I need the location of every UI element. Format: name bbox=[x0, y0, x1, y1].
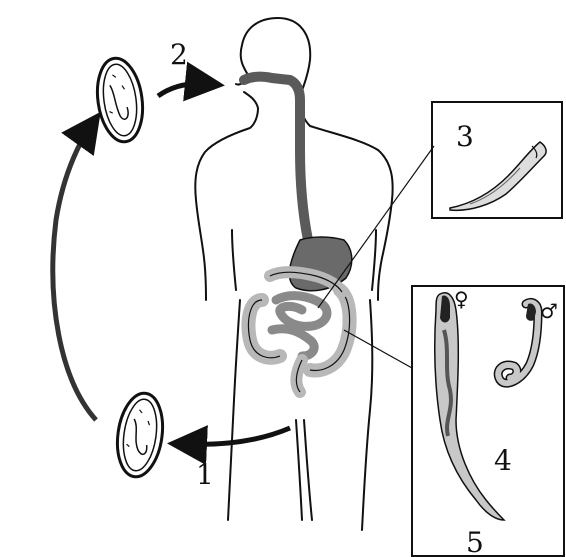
intestines bbox=[249, 272, 350, 392]
larva-inset-box bbox=[432, 102, 562, 218]
arrow-egg-laying bbox=[182, 428, 290, 444]
digestive-tract bbox=[244, 77, 352, 291]
egg-bottom bbox=[112, 390, 167, 479]
egg-top bbox=[92, 55, 147, 144]
step-5-label: 5 bbox=[466, 526, 484, 557]
arrow-cycle bbox=[53, 124, 96, 420]
adult-pointer bbox=[344, 330, 412, 368]
step-1-label: 1 bbox=[196, 458, 214, 491]
larva-pointer bbox=[318, 146, 434, 308]
step-4-label: 4 bbox=[494, 444, 512, 477]
arrow-ingestion bbox=[158, 84, 210, 97]
female-symbol: ♀ bbox=[454, 287, 469, 311]
step-2-label: 2 bbox=[170, 38, 188, 71]
male-symbol: ♂ bbox=[540, 299, 558, 323]
step-3-label: 3 bbox=[456, 120, 474, 153]
